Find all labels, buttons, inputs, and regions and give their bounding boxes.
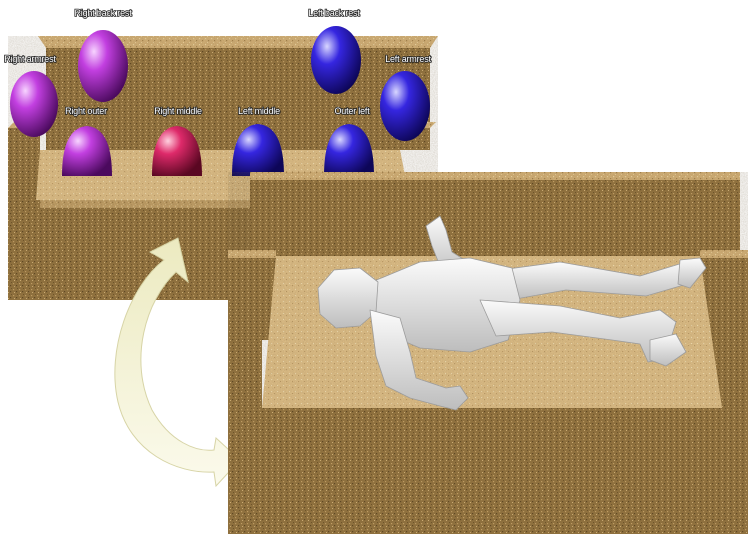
label-outer-left: Outer left <box>334 106 370 116</box>
label-left-armrest: Left armrest <box>385 54 431 64</box>
label-right-armrest: Right armrest <box>4 54 56 64</box>
sensor-right-back-rest <box>78 30 128 102</box>
sensor-right-armrest <box>10 71 58 137</box>
label-right-outer: Right outer <box>65 106 107 116</box>
sensor-left-armrest <box>380 71 430 141</box>
label-left-back-rest: Left back rest <box>308 8 360 18</box>
label-right-back-rest: Right back rest <box>74 8 132 18</box>
label-right-middle: Right middle <box>154 106 202 116</box>
sensor-left-back-rest <box>311 26 361 94</box>
label-left-middle: Left middle <box>238 106 280 116</box>
